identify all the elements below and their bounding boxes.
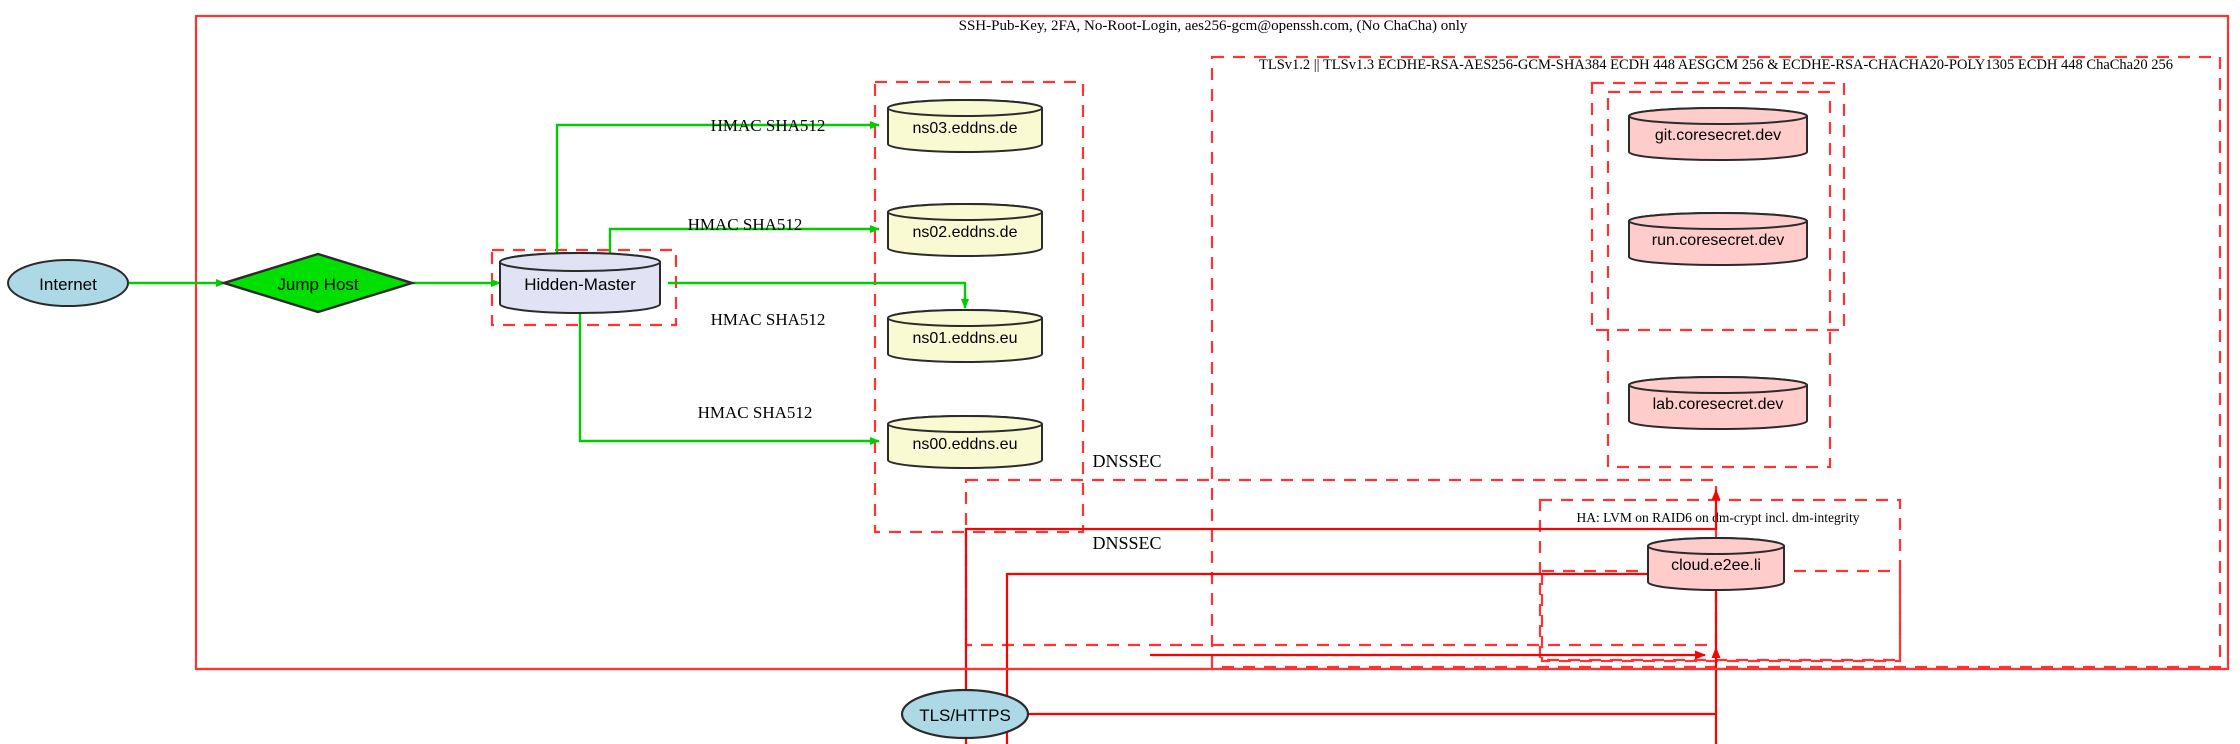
lab-label: lab.coresecret.dev (1653, 396, 1784, 413)
edge-label-dnssec-lower: DNSSEC (1092, 533, 1161, 553)
edge-label-dnssec-upper: DNSSEC (1092, 451, 1161, 471)
edge-master-ns02 (608, 225, 880, 258)
jump-host-label: Jump Host (277, 275, 359, 294)
edge-master-ns00 (578, 312, 880, 445)
tls-https-label: TLS/HTTPS (919, 706, 1011, 725)
edge-dnssec-upper (964, 489, 1721, 744)
node-internet[interactable]: Internet (7, 259, 129, 307)
tls-zone-label: TLSv1.2 || TLSv1.3 ECDHE-RSA-AES256-GCM-… (1259, 57, 2173, 73)
ns00-top (887, 415, 1043, 433)
run-top (1628, 212, 1808, 230)
coresecret-zone-box (1590, 81, 1846, 332)
cloud-top (1647, 537, 1785, 555)
tls-https-shape (900, 688, 1030, 740)
run-label: run.coresecret.dev (1652, 232, 1785, 249)
node-ns03[interactable]: ns03.eddns.de (887, 99, 1043, 153)
cloud-label: cloud.e2ee.li (1671, 557, 1761, 574)
dnssec-upper-zone-box (964, 478, 1718, 647)
hidden-master-top (499, 252, 661, 272)
edge-master-ns01 (668, 281, 969, 309)
ns01-label: ns01.eddns.eu (913, 330, 1018, 347)
node-ns01[interactable]: ns01.eddns.eu (887, 309, 1043, 363)
ns01-top (887, 309, 1043, 327)
coresecret-inner-zone-box (1606, 90, 1832, 469)
ssh-boundary-label: SSH-Pub-Key, 2FA, No-Root-Login, aes256-… (959, 18, 1468, 34)
node-cloud-e2ee[interactable]: cloud.e2ee.li (1647, 537, 1785, 591)
edge-label-hmac-ns01: HMAC SHA512 (711, 310, 826, 329)
ha-zone-box (1538, 498, 1902, 662)
hidden-master-zone-box (490, 248, 678, 327)
node-ns02[interactable]: ns02.eddns.de (887, 203, 1043, 257)
node-run-coresecret[interactable]: run.coresecret.dev (1628, 212, 1808, 266)
node-ns00[interactable]: ns00.eddns.eu (887, 415, 1043, 469)
edge-dnssec-lower (1005, 572, 1718, 744)
node-tls-https[interactable]: TLS/HTTPS (900, 688, 1030, 740)
git-top (1628, 107, 1808, 125)
edge-label-hmac-ns03: HMAC SHA512 (711, 116, 826, 135)
ns02-label: ns02.eddns.de (913, 224, 1018, 241)
internet-shape (7, 259, 129, 307)
node-hidden-master[interactable]: Hidden-Master (499, 252, 661, 314)
hidden-master-label: Hidden-Master (524, 275, 636, 294)
ha-zone-label: HA: LVM on RAID6 on dm-crypt incl. dm-in… (1577, 510, 1860, 525)
edge-label-hmac-ns00: HMAC SHA512 (698, 403, 813, 422)
node-jump-host[interactable]: Jump Host (219, 252, 417, 314)
git-label: git.coresecret.dev (1655, 127, 1781, 144)
node-lab-coresecret[interactable]: lab.coresecret.dev (1628, 376, 1808, 430)
dns-zone-box (873, 80, 1085, 534)
edge-master-ns03 (555, 121, 880, 258)
ns03-label: ns03.eddns.de (913, 120, 1018, 137)
ns00-label: ns00.eddns.eu (913, 436, 1018, 453)
edge-label-hmac-ns02: HMAC SHA512 (688, 215, 803, 234)
internet-label: Internet (39, 275, 97, 294)
lab-top (1628, 376, 1808, 394)
node-git-coresecret[interactable]: git.coresecret.dev (1628, 107, 1808, 161)
jump-host-shape (219, 252, 417, 314)
ns03-top (887, 99, 1043, 117)
ns02-top (887, 203, 1043, 221)
